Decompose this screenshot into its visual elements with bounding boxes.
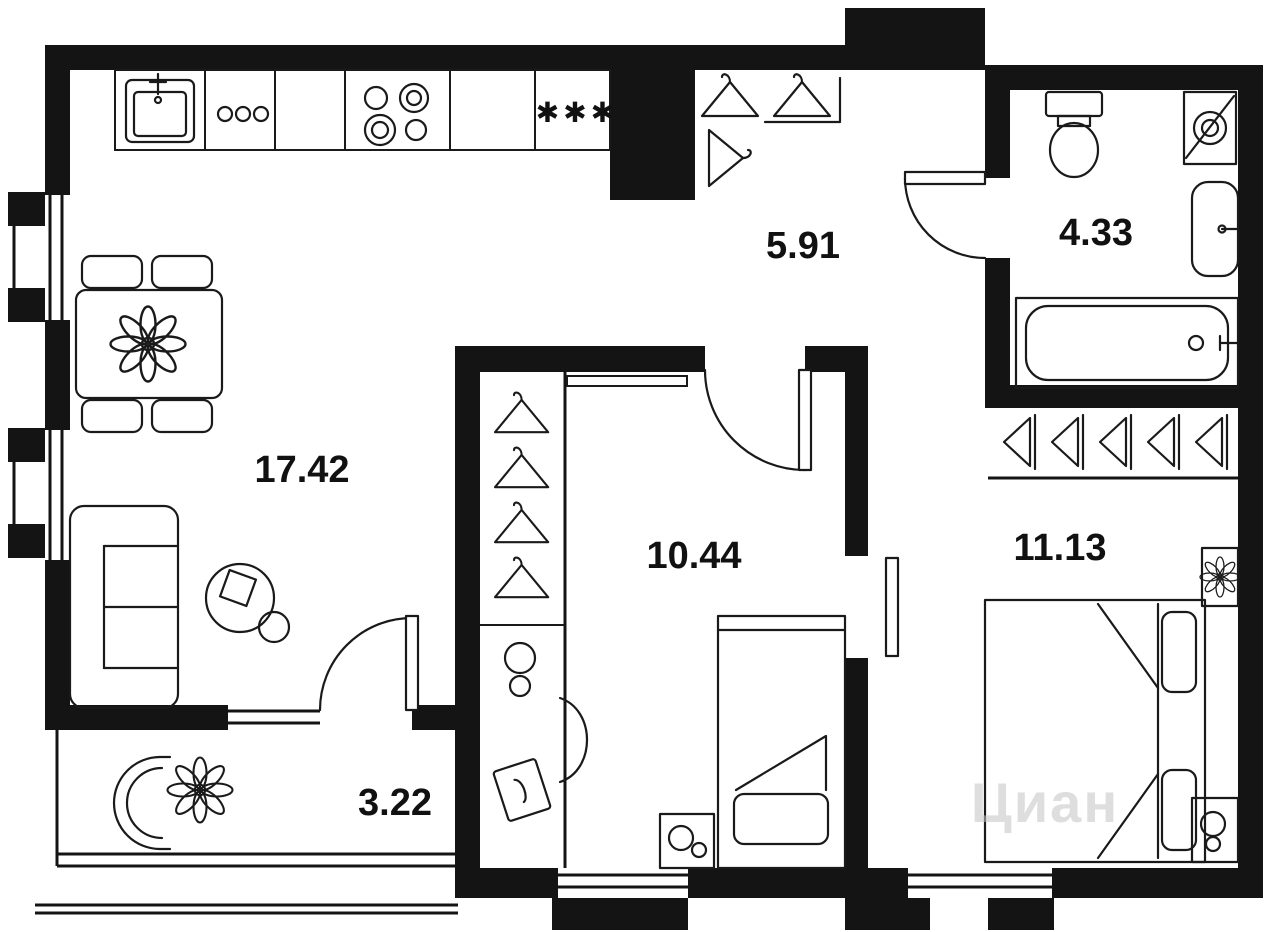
door-arc bbox=[903, 176, 987, 260]
hanger-icon bbox=[493, 501, 550, 544]
pillow bbox=[1160, 610, 1198, 694]
room-label-balcony: 3.22 bbox=[358, 782, 432, 824]
hanger-icon bbox=[493, 446, 550, 489]
room-label-bedroom-small: 10.44 bbox=[646, 535, 741, 577]
doors bbox=[318, 170, 987, 712]
door-arc bbox=[318, 616, 414, 712]
pillow bbox=[732, 792, 830, 846]
hanger-icon bbox=[707, 128, 752, 188]
bed-small bbox=[716, 614, 847, 870]
balcony-door bbox=[318, 614, 420, 712]
windows bbox=[12, 192, 1052, 915]
nightstand-small bbox=[658, 812, 716, 870]
plant-icon bbox=[1199, 556, 1241, 598]
window-bottom-1 bbox=[558, 873, 688, 889]
window-left-2 bbox=[12, 428, 64, 560]
rail-hanger-icon bbox=[1050, 413, 1085, 471]
kitchen-counter: ✱✱✱ bbox=[114, 69, 618, 151]
window-balcony-door bbox=[228, 709, 320, 725]
blanket-fold bbox=[1096, 772, 1160, 860]
hanger-icon bbox=[700, 73, 760, 118]
rail-hanger-icon bbox=[1002, 413, 1037, 471]
blanket-fold bbox=[1096, 602, 1160, 690]
door-leaf bbox=[903, 170, 987, 186]
stove-icon bbox=[363, 82, 430, 147]
blanket-fold bbox=[734, 734, 828, 792]
plant-shelf bbox=[1199, 546, 1241, 608]
room-label-bedroom-large: 11.13 bbox=[1014, 527, 1107, 569]
fridge-icon: ✱✱✱ bbox=[536, 96, 618, 129]
door-arc bbox=[703, 368, 807, 472]
watermark: Циан bbox=[971, 771, 1119, 834]
window-bottom-2 bbox=[908, 873, 1052, 889]
chair-icon bbox=[80, 254, 144, 290]
door-leaf bbox=[884, 556, 900, 658]
window-left-1 bbox=[12, 192, 64, 322]
door-leaf bbox=[797, 368, 813, 472]
chair-icon bbox=[150, 398, 214, 434]
wardrobe bbox=[480, 372, 688, 868]
kitchen-sink-icon bbox=[124, 72, 196, 144]
hall-shelf-line bbox=[763, 76, 842, 124]
walls bbox=[8, 8, 1263, 930]
bathroom-sink-icon bbox=[1190, 180, 1240, 278]
balcony-glazing bbox=[35, 730, 458, 915]
lamp-icon bbox=[667, 824, 695, 852]
chair-icon bbox=[80, 398, 144, 434]
chair-icon bbox=[150, 254, 214, 290]
room-label-bathroom: 4.33 bbox=[1059, 212, 1133, 254]
bedroom-large-door bbox=[884, 556, 900, 658]
balcony-armchair-icon bbox=[112, 755, 172, 851]
rail-hanger-icon bbox=[1098, 413, 1133, 471]
flower-icon bbox=[109, 305, 187, 383]
hallway-hangers bbox=[700, 73, 842, 188]
washing-machine-icon bbox=[1182, 90, 1238, 166]
burner-knobs-icon bbox=[216, 105, 270, 123]
toilet-icon bbox=[1044, 90, 1104, 179]
dining-table bbox=[74, 254, 224, 434]
closet-rail bbox=[988, 413, 1238, 480]
bathtub-icon bbox=[1014, 296, 1240, 390]
nightstand-large bbox=[1190, 796, 1240, 864]
bed-large bbox=[983, 598, 1207, 864]
hanger-icon bbox=[772, 73, 832, 118]
pillow bbox=[1160, 768, 1198, 852]
rail-hanger-icon bbox=[1194, 413, 1229, 471]
hanger-icon bbox=[493, 556, 550, 599]
desk-chair-icon bbox=[558, 696, 589, 784]
room-label-living-kitchen: 17.42 bbox=[254, 449, 349, 491]
sofa-icon bbox=[68, 504, 180, 710]
room-label-hallway: 5.91 bbox=[766, 225, 840, 267]
stool-icon bbox=[503, 641, 537, 698]
desk-area bbox=[492, 641, 589, 822]
hanger-icon bbox=[493, 391, 550, 434]
side-table-icon bbox=[204, 562, 291, 644]
bathroom-door bbox=[903, 170, 987, 260]
book-icon bbox=[492, 758, 552, 822]
bedroom-small-door bbox=[703, 368, 813, 472]
plant-icon bbox=[166, 756, 234, 824]
rail-hanger-icon bbox=[1146, 413, 1181, 471]
door-leaf bbox=[404, 614, 420, 712]
